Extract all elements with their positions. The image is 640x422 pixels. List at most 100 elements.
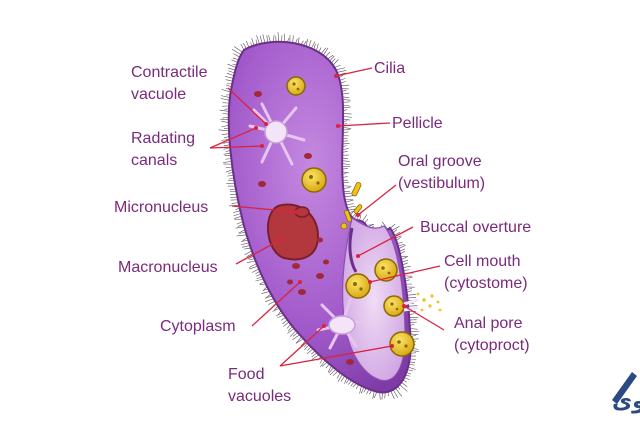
cilium (323, 48, 328, 56)
cilium (233, 54, 239, 58)
cilium (410, 334, 418, 335)
cilium (408, 367, 416, 369)
cilium (296, 339, 303, 343)
cilium (361, 387, 364, 393)
cilium (392, 226, 400, 230)
cilium (403, 266, 411, 267)
label-pellicle: Pellicle (392, 115, 443, 132)
cilium (393, 390, 398, 398)
cilium (221, 121, 228, 122)
cilium (391, 391, 395, 399)
cilium (405, 277, 413, 279)
cilium (247, 261, 256, 262)
cilium (343, 113, 351, 114)
cilium (373, 391, 375, 399)
label-cilia: Cilia (374, 60, 405, 77)
cilium (343, 116, 352, 117)
cilium (343, 127, 351, 128)
cilium (233, 211, 240, 213)
cilium (298, 37, 299, 44)
cilium (292, 335, 299, 340)
cilium (225, 76, 233, 78)
cilium (228, 71, 234, 73)
cilium (343, 119, 350, 120)
cilium (226, 80, 233, 81)
cilium (400, 384, 408, 391)
cilium (261, 291, 269, 293)
cilium (343, 107, 351, 108)
cilium (306, 39, 308, 46)
cilium (410, 328, 418, 329)
cilium (366, 225, 374, 226)
cilium (410, 322, 417, 323)
cilium (309, 40, 311, 47)
cilium (234, 213, 241, 216)
cilium (380, 392, 381, 399)
cilium (343, 143, 350, 144)
label-radiating-canals: Radating canals (131, 130, 200, 169)
cilium (347, 206, 356, 207)
cilium (222, 134, 229, 135)
label-food-vacuoles: Food vacuoles (228, 366, 291, 405)
cilium (256, 35, 259, 44)
label-macronucleus: Macronucleus (118, 259, 218, 276)
cilium (228, 68, 235, 70)
cilium (345, 200, 353, 202)
cilium (336, 68, 345, 70)
cilium (236, 227, 245, 228)
cilium (232, 202, 239, 203)
cilium (246, 41, 249, 47)
cilium (401, 382, 407, 387)
cilium (234, 216, 241, 219)
cilium (235, 219, 243, 220)
cilium (237, 235, 247, 236)
cilium (273, 35, 274, 42)
watermark-logo: محتوى (612, 372, 640, 414)
cilium (328, 366, 331, 372)
cilium (223, 161, 231, 162)
cilium (269, 35, 271, 42)
cilium (220, 110, 229, 111)
cilium (263, 34, 265, 43)
cilium (341, 85, 349, 86)
cilium (360, 386, 362, 394)
cilium (221, 96, 230, 98)
anal-pore-particles (417, 293, 442, 312)
label-buccal-overture: Buccal overture (420, 219, 531, 236)
label-cell-mouth: Cell mouth (cytostome) (444, 253, 528, 292)
cilium (344, 193, 352, 194)
cilium (231, 60, 237, 62)
label-micronucleus: Micronucleus (114, 199, 208, 216)
cilium (220, 119, 229, 120)
cilium (342, 164, 350, 165)
cilium (341, 376, 345, 382)
cilium (382, 392, 383, 399)
cilium (260, 36, 262, 44)
cilium (224, 153, 231, 154)
cilium (410, 331, 419, 332)
cilium (252, 38, 255, 45)
cilium (362, 215, 367, 222)
cilium (407, 294, 416, 295)
cilium (343, 100, 351, 101)
cilium (267, 35, 268, 42)
cilium (325, 52, 329, 57)
cilium (342, 161, 350, 162)
cilium (344, 196, 353, 197)
cilium (293, 35, 294, 43)
cilium (342, 93, 349, 94)
label-contractile-vacuole: Contractile vacuole (131, 64, 212, 103)
cilium (316, 44, 318, 51)
label-anal-pore: Anal pore (cytoproct) (454, 315, 530, 354)
cilium (227, 73, 234, 76)
cilium (346, 204, 353, 205)
cilium (221, 125, 228, 127)
cilium (242, 245, 250, 247)
label-cytoplasm: Cytoplasm (160, 318, 236, 335)
cilium (343, 186, 351, 187)
cilium (241, 240, 248, 241)
cilium (333, 371, 338, 376)
cilium (278, 32, 279, 42)
cilium (241, 44, 244, 50)
